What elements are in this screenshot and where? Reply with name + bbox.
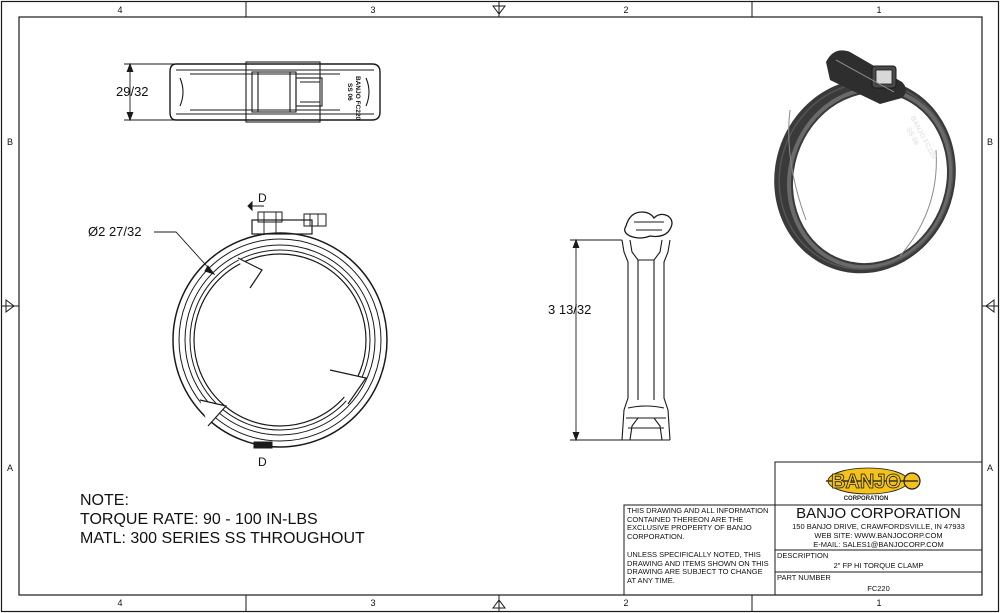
note-torque-rate: TORQUE RATE: 90 - 100 IN-LBS [80, 511, 318, 528]
logo-subtext: CORPORATION [844, 496, 889, 502]
zone-top-3: 3 [370, 5, 375, 15]
company-website: WEB SITE: WWW.BANJOCORP.COM [814, 531, 943, 540]
zone-bottom-1: 1 [876, 598, 881, 608]
zone-left-b: B [7, 137, 13, 147]
logo-text: BANJO [831, 471, 901, 493]
zone-bottom-3: 3 [370, 598, 375, 608]
description-value: 2" FP HI TORQUE CLAMP [833, 561, 924, 570]
section-label-top: D [258, 191, 267, 205]
band-marking-line2: SS 06 [346, 83, 353, 101]
zone-left-a: A [7, 463, 13, 473]
zone-top-2: 2 [623, 5, 628, 15]
dimension-height-label: 3 13/32 [548, 302, 591, 317]
dimension-height [570, 238, 622, 442]
part-number-label: PART NUMBER [777, 573, 831, 582]
clamp-top-view [169, 61, 381, 123]
property-notice: THIS DRAWING AND ALL INFORMATION CONTAIN… [627, 506, 769, 541]
company-email: E-MAIL: SALES1@BANJOCORP.COM [813, 540, 944, 549]
title-block-frame [623, 461, 983, 596]
clamp-isometric-view [774, 50, 956, 274]
note-material: MATL: 300 SERIES SS THROUGHOUT [80, 530, 365, 547]
dimension-width [124, 62, 176, 122]
company-address: 150 BANJO DRIVE, CRAWFORDSVILLE, IN 4793… [792, 522, 965, 531]
change-notice: UNLESS SPECIFICALLY NOTED, THIS DRAWING … [627, 550, 769, 585]
zone-right-a: A [987, 463, 993, 473]
company-name: BANJO CORPORATION [796, 505, 961, 522]
zone-top-1: 1 [876, 5, 881, 15]
zone-right-b: B [987, 137, 993, 147]
clamp-front-view [154, 200, 388, 449]
dimension-diameter-label: Ø2 27/32 [88, 224, 142, 239]
band-marking-line1: BANJO FC220 [354, 76, 361, 120]
section-label-bottom: D [258, 455, 267, 469]
description-label: DESCRIPTION [777, 551, 829, 560]
banjo-logo: BANJO CORPORATION [826, 467, 921, 502]
note-heading: NOTE: [80, 492, 129, 509]
clamp-side-section [621, 211, 673, 441]
part-number-value: FC220 [867, 584, 890, 593]
zone-top-4: 4 [117, 5, 122, 15]
zone-bottom-4: 4 [117, 598, 122, 608]
dimension-width-label: 29/32 [116, 84, 149, 99]
zone-bottom-2: 2 [623, 598, 628, 608]
